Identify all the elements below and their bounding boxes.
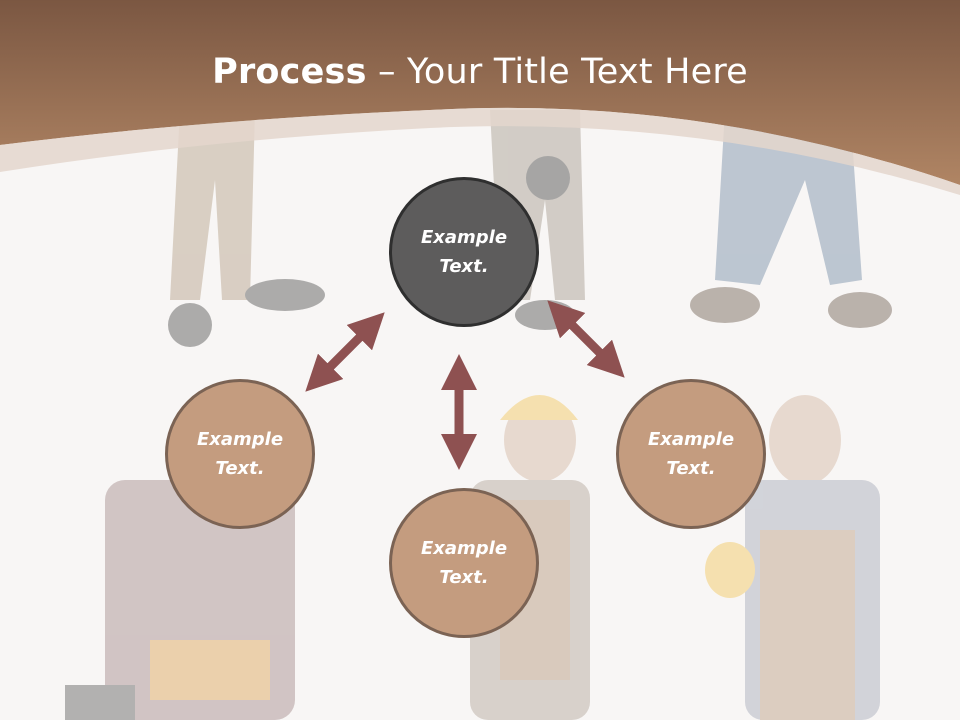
process-node-left[interactable]: Example Text.: [165, 379, 315, 529]
process-node-top[interactable]: Example Text.: [389, 177, 539, 327]
node-top-label: Example Text.: [420, 227, 508, 277]
node-left-label: Example Text.: [196, 429, 284, 479]
title-rest: – Your Title Text Here: [366, 52, 748, 92]
node-right-label: Example Text.: [647, 429, 735, 479]
node-bottom-label: Example Text.: [420, 538, 508, 588]
slide-title: Process – Your Title Text Here: [0, 52, 960, 92]
arrow-top-right: [547, 300, 625, 378]
title-bold: Process: [212, 52, 367, 92]
process-node-bottom[interactable]: Example Text.: [389, 488, 539, 638]
header-band: [0, 0, 960, 195]
process-node-right[interactable]: Example Text.: [616, 379, 766, 529]
arrow-top-left: [305, 312, 385, 392]
